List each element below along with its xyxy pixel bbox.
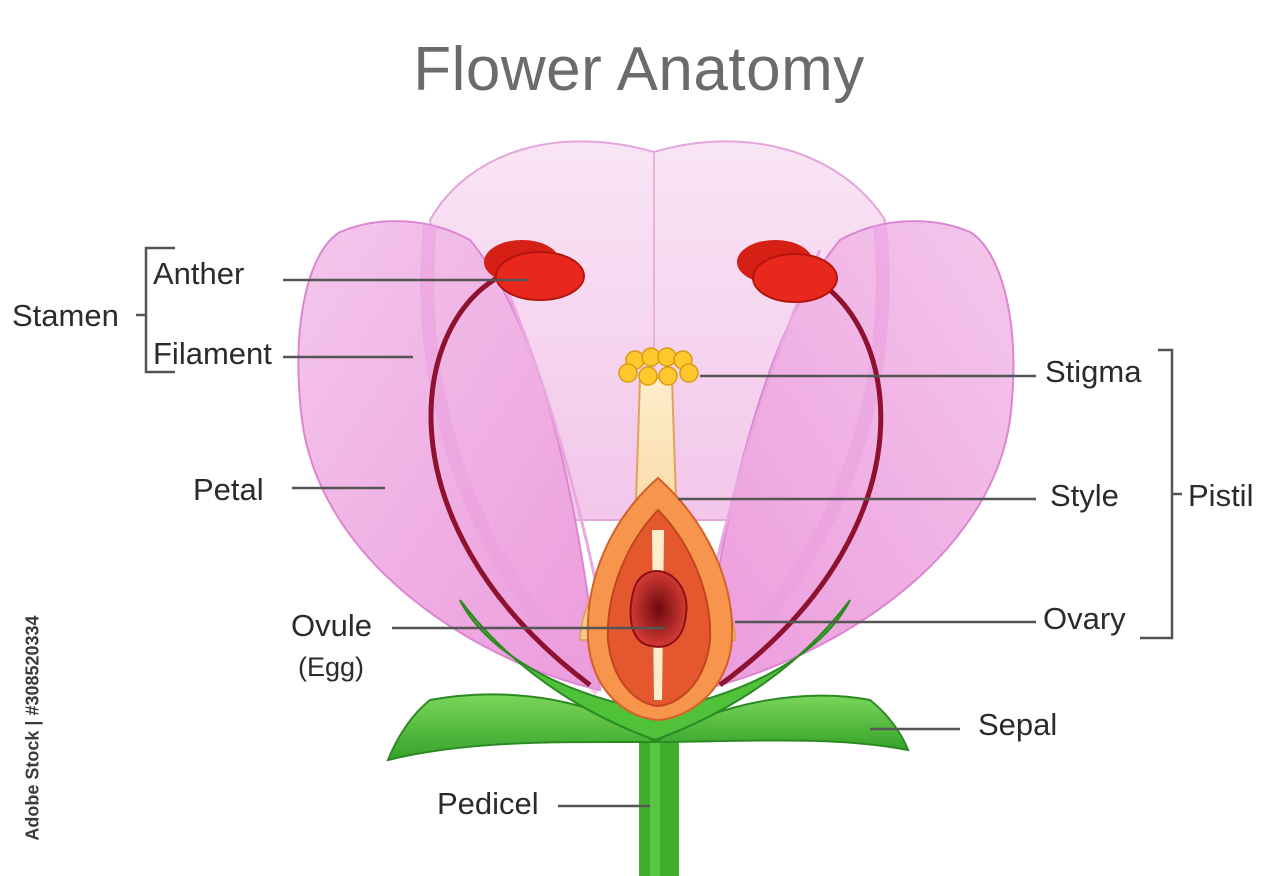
stock-credit: Adobe Stock | #308520334 xyxy=(18,585,48,870)
ovule xyxy=(629,570,688,648)
stigma xyxy=(618,347,699,386)
pedicel-label: Pedicel xyxy=(437,786,539,821)
stock-credit-text: Adobe Stock | #308520334 xyxy=(22,614,43,841)
style-label: Style xyxy=(1050,478,1119,513)
ovule-sub-label: (Egg) xyxy=(298,652,365,682)
pistil-bracket xyxy=(1140,348,1182,640)
stamen-bracket xyxy=(136,246,175,374)
petal-label: Petal xyxy=(193,472,264,507)
ovary-label: Ovary xyxy=(1043,601,1126,636)
right-anther xyxy=(737,240,838,303)
stigma-label: Stigma xyxy=(1045,354,1142,389)
right-filament xyxy=(718,265,884,688)
ovule-label: Ovule xyxy=(291,608,372,643)
left-anther xyxy=(484,240,585,301)
anther-label: Anther xyxy=(153,256,245,291)
diagram-title: Flower Anatomy xyxy=(413,35,865,104)
stamen-label: Stamen xyxy=(12,298,119,333)
left-filament xyxy=(428,265,592,687)
sepal-label: Sepal xyxy=(978,707,1058,742)
pistil-label: Pistil xyxy=(1188,478,1254,513)
filament-label: Filament xyxy=(153,336,272,371)
